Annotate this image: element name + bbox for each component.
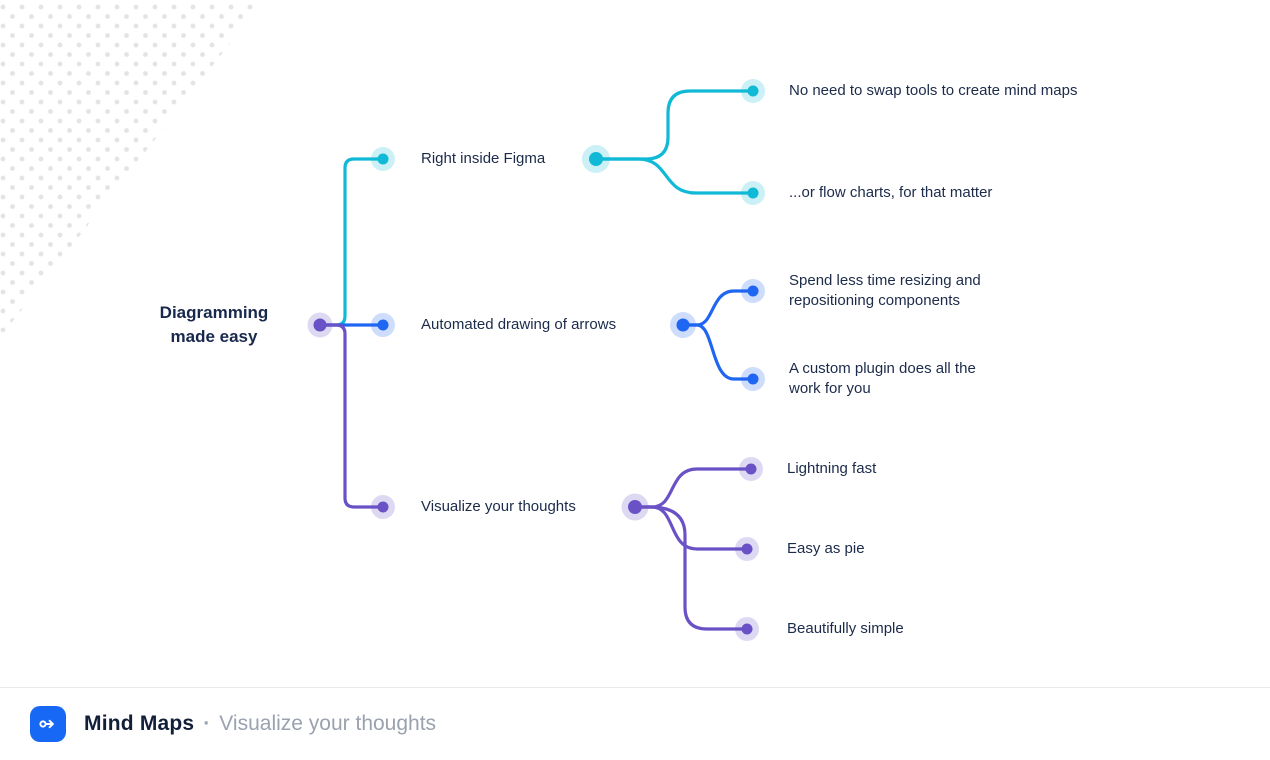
branch-1-child-1-label: No need to swap tools to create mind map… [789,82,1078,99]
footer-bar: Mind Maps · Visualize your thoughts [0,687,1270,760]
branch-3-parent-dot [628,500,642,514]
mind-maps-app-icon [30,706,66,742]
branch-1-label: Right inside Figma [421,150,546,167]
branch-2-node-dot [377,319,389,331]
connector-branch-1-child-2 [594,157,755,195]
branch-3-label: Visualize your thoughts [421,498,576,515]
branch-3-child-2-label: Easy as pie [787,540,865,557]
title-separator: · [203,712,211,735]
root-node-label: Diagramming made easy [159,303,269,346]
branch-1-child-2-label: ...or flow charts, for that matter [789,184,993,201]
connector-root-to-branch-3 [318,323,385,509]
connector-branch-1-child-1 [594,89,755,161]
branch-2-label: Automated drawing of arrows [421,316,617,333]
branch-2-child-2-dot [747,373,759,385]
branch-3-node-dot [377,501,389,513]
branch-1-child-2-dot [747,187,759,199]
root-node-dot [313,318,327,332]
branch-1-child-1-dot [747,85,759,97]
branch-3-child-1-dot [745,463,757,475]
branch-2-child-2-label: A custom plugin does all the work for yo… [789,360,976,397]
connector-branch-3-child-3 [633,505,749,631]
branch-3-child-3-dot [741,623,753,635]
node-arrow-icon [39,719,54,729]
branch-3-child-2-dot [741,543,753,555]
branch-2-child-1-dot [747,285,759,297]
branch-2-parent-dot [676,318,690,332]
branch-3-child-3-label: Beautifully simple [787,620,904,637]
connector-branch-3-child-2 [633,505,749,551]
connector-branch-3-child-1 [633,467,753,509]
connector-root-to-branch-1 [318,157,385,327]
connector-branch-2-child-2 [681,323,755,381]
footer-title: Mind Maps · Visualize your thoughts [84,712,436,736]
app-name: Mind Maps [84,712,195,735]
app-tagline: Visualize your thoughts [219,712,437,735]
mindmap-graphic [307,79,765,641]
branch-1-parent-dot [589,152,603,166]
branch-3-child-1-label: Lightning fast [787,460,877,477]
branch-2-child-1-label: Spend less time resizing and repositioni… [789,272,981,309]
branch-1-node-dot [377,153,389,165]
